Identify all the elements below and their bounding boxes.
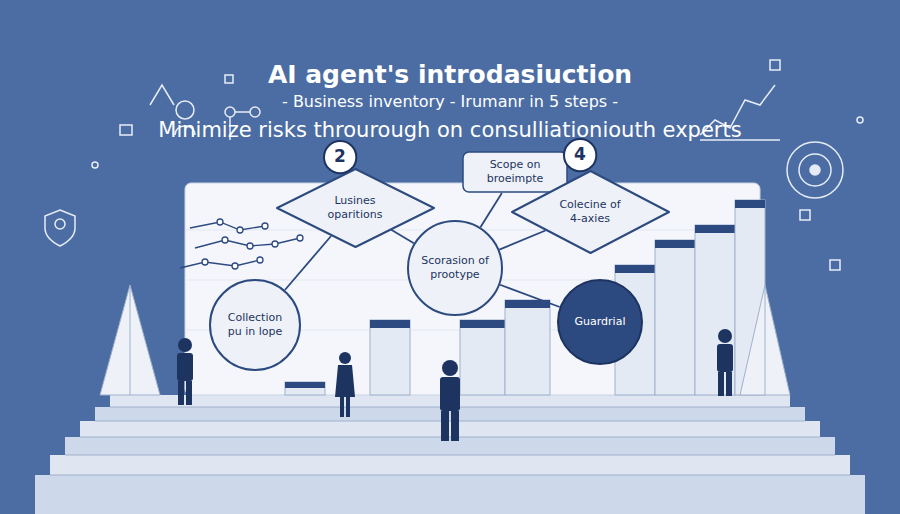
connector-line	[500, 285, 560, 307]
node-label: 4	[574, 144, 586, 165]
node-label: Scope on broeimpte	[470, 158, 560, 186]
node-label: Colecine of 4-axies	[554, 198, 626, 226]
node-label: Guardrial	[575, 315, 626, 329]
process-circle: Collection pu in lope	[209, 279, 301, 371]
connector-line	[285, 236, 331, 290]
subtitle: - Business inventory - Irumanr in 5 step…	[0, 92, 900, 111]
connector-line	[499, 230, 545, 249]
mini-line-chart	[180, 219, 303, 269]
node-label: Scorasion of prootype	[419, 254, 490, 282]
white-panel	[185, 183, 760, 395]
connector-line	[391, 230, 414, 244]
process-box: Scope on broeimpte	[462, 151, 568, 193]
process-circle: Scorasion of prootype	[407, 220, 503, 316]
step-number: 4	[563, 138, 597, 172]
node-label: Collection pu in lope	[221, 311, 289, 339]
connector-line	[480, 193, 501, 227]
decision-diamond: Colecine of 4-axies	[511, 170, 670, 254]
subtitle: Minimize risks throurough on consulliati…	[0, 118, 900, 142]
process-circle: Guardrial	[557, 279, 643, 365]
decision-diamond: Lusines oparitions	[276, 168, 435, 248]
step-number: 2	[323, 140, 357, 174]
stairs	[35, 395, 865, 514]
title: AI agent's introdasiuction	[0, 60, 900, 89]
node-label: 2	[334, 146, 346, 167]
node-label: Lusines oparitions	[319, 194, 391, 222]
